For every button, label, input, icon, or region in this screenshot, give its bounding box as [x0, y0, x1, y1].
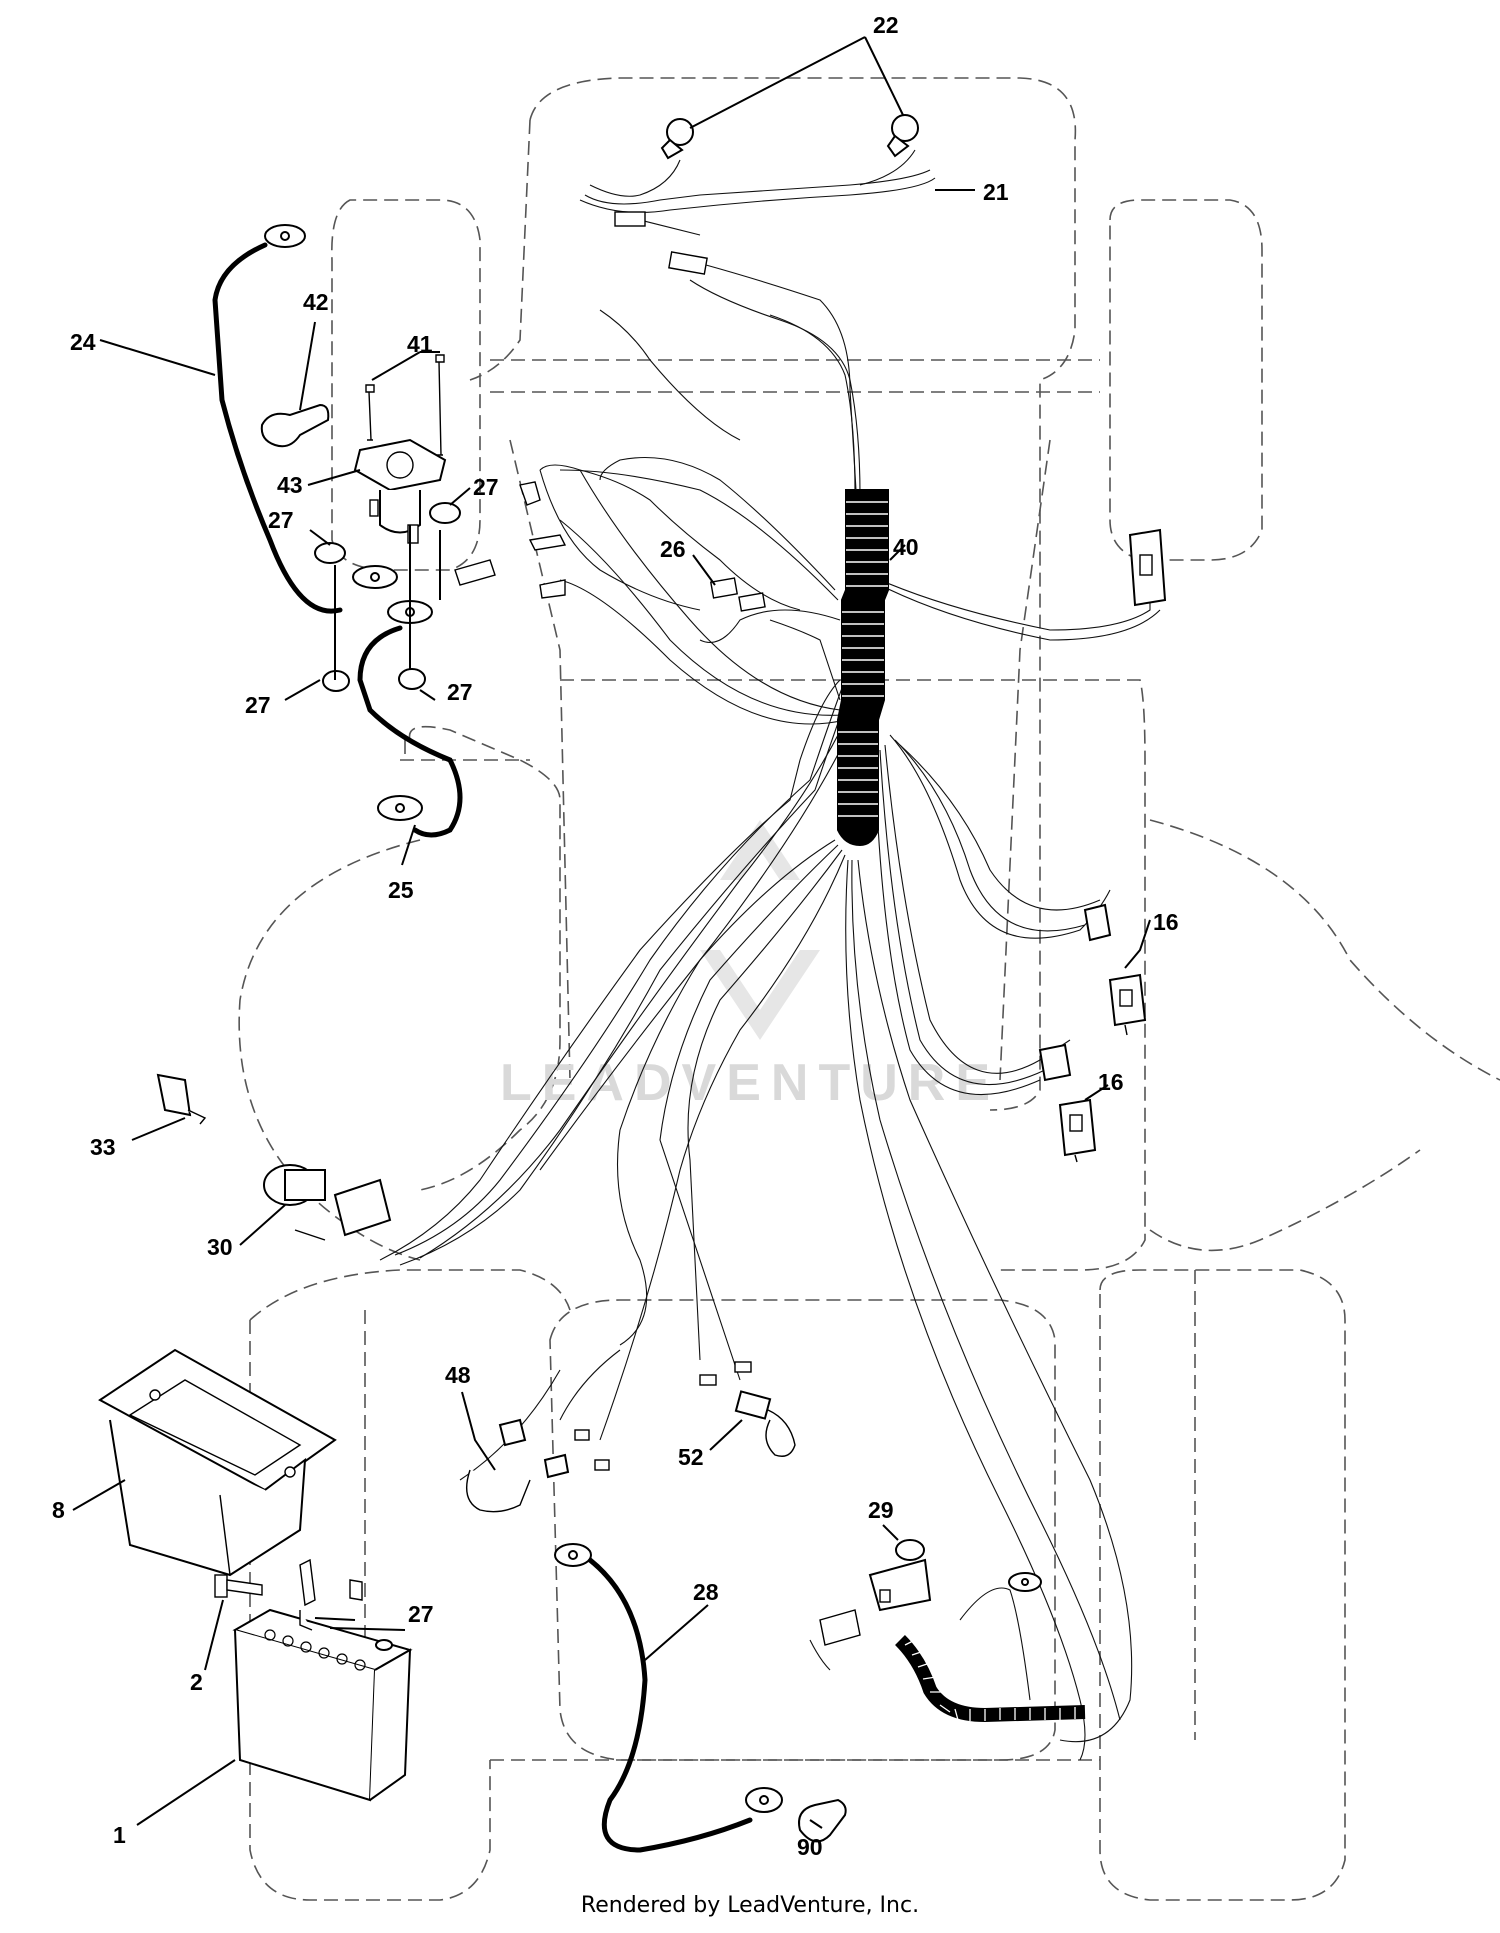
footer-credit: Rendered by LeadVenture, Inc. — [580, 1893, 920, 1918]
callout-25: 25 — [388, 877, 414, 903]
battery-tray — [98, 1348, 337, 1577]
callout-29: 29 — [868, 1497, 894, 1523]
callout-52: 52 — [678, 1444, 704, 1470]
callout-30: 30 — [207, 1234, 233, 1260]
callout-28: 28 — [693, 1579, 719, 1605]
battery-cable-24 — [212, 224, 398, 614]
callout-22: 22 — [873, 12, 899, 38]
connector-26 — [709, 577, 766, 612]
switch-16-lower — [1038, 1043, 1097, 1163]
leader-lines — [72, 36, 1151, 1829]
callout-21: 21 — [983, 179, 1009, 205]
lower-connectors — [574, 1361, 752, 1471]
callout-42: 42 — [303, 289, 329, 315]
solenoid — [353, 438, 447, 544]
callout-8: 8 — [52, 1497, 65, 1523]
callout-27: 27 — [473, 474, 499, 500]
callout-41: 41 — [407, 331, 433, 357]
harness-connectors-left — [454, 481, 567, 599]
callout-26: 26 — [660, 536, 686, 562]
connector-52 — [734, 1390, 796, 1457]
wire-harness — [379, 279, 1161, 1761]
seat-switch — [868, 1539, 932, 1612]
switch-16-upper — [1083, 903, 1147, 1036]
callout-27: 27 — [447, 679, 473, 705]
callout-33: 33 — [90, 1134, 116, 1160]
connector-48 — [466, 1418, 570, 1513]
callout-48: 48 — [445, 1362, 471, 1388]
callout-16: 16 — [1153, 909, 1179, 935]
headlight-connector — [614, 211, 646, 227]
callout-90: 90 — [797, 1834, 823, 1860]
callout-labels: 22 21 24 42 41 43 27 27 26 40 27 27 25 1… — [52, 12, 1179, 1860]
callout-27: 27 — [408, 1601, 434, 1627]
callout-43: 43 — [277, 472, 303, 498]
harness-connector-top — [668, 251, 708, 275]
callout-27: 27 — [268, 507, 294, 533]
terminal-boot-90 — [798, 1798, 847, 1843]
watermark-text: LEADVENTURE — [500, 1054, 1000, 1112]
harness-sleeve — [837, 489, 889, 847]
battery-bolt — [214, 1558, 363, 1607]
ignition-switch — [263, 1164, 392, 1241]
callout-24: 24 — [70, 329, 96, 355]
headlight-harness — [579, 149, 936, 491]
tractor-frame-outline — [238, 77, 1500, 1901]
nut — [314, 502, 461, 692]
callout-1: 1 — [113, 1822, 126, 1848]
right-side-connector — [1128, 528, 1167, 607]
callout-2: 2 — [190, 1669, 203, 1695]
screws — [365, 354, 445, 456]
headlight-lamp-left — [660, 118, 694, 160]
coiled-cord — [809, 1572, 1086, 1723]
callout-16: 16 — [1098, 1069, 1124, 1095]
callout-27: 27 — [245, 692, 271, 718]
terminal-boot-42 — [260, 403, 330, 448]
battery-cable-28 — [554, 1543, 783, 1853]
ignition-key — [156, 1073, 207, 1125]
callout-40: 40 — [893, 534, 919, 560]
battery — [232, 1608, 413, 1802]
headlight-lamp-right — [886, 114, 919, 158]
